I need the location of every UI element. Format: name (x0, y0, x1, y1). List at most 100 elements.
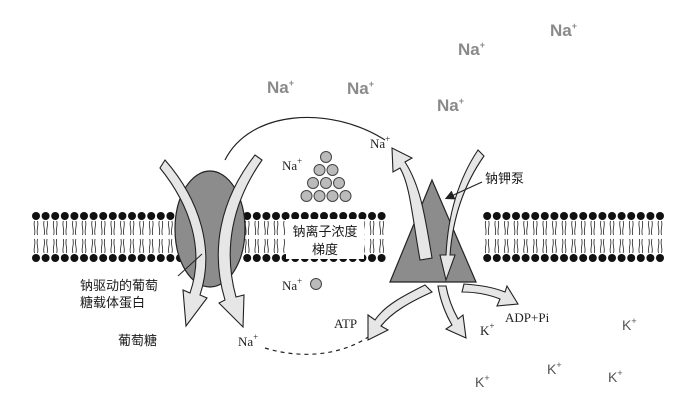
lipid-tail (628, 238, 634, 254)
na-ion-label: Na+ (347, 79, 374, 98)
lipid-tail (52, 238, 58, 254)
lipid-head (617, 212, 626, 220)
lipid-tail (552, 238, 557, 254)
lipid-tail (523, 238, 528, 254)
lipid-tail (120, 238, 125, 254)
lipid-head (320, 212, 328, 220)
na-ion-inside-label: Na+ (282, 276, 302, 293)
inner-potassium-ions: K+ K+ K+ K+ (475, 316, 637, 390)
lipid-tail (62, 220, 68, 236)
lipid-head (329, 212, 338, 220)
gradient-label-line1: 钠离子浓度 (292, 224, 357, 240)
lipid-tail (600, 220, 605, 236)
adp-pi-label: ADP+Pi (505, 310, 550, 325)
lipid-head (166, 212, 175, 220)
lipid-head (300, 212, 309, 220)
gradient-label-box (286, 219, 364, 259)
pump-pointer-line (444, 181, 483, 200)
lipid-tail (254, 220, 260, 236)
atp-label: ATP (334, 316, 357, 331)
lipid-tail (100, 238, 106, 254)
lipid-head (156, 212, 165, 220)
lipid-tail (638, 238, 644, 254)
lipid-head (80, 254, 88, 262)
lipid-head (560, 212, 568, 220)
lipid-head (118, 212, 127, 220)
sodium-ion (326, 190, 339, 202)
circulation-arc (224, 116, 386, 161)
lipid-head (137, 254, 146, 262)
sodium-influx-arrow (217, 154, 263, 329)
lipid-tail (264, 238, 269, 254)
lipid-head (598, 212, 607, 220)
lipid-head (502, 212, 511, 220)
lipid-tail (91, 238, 96, 254)
sodium-ion (313, 164, 326, 176)
circulation-dashed (264, 319, 386, 355)
outer-sodium-ions: Na+ Na+ Na+ Na+ Na+ (267, 21, 577, 115)
lipid-tail (139, 220, 144, 236)
lipid-tail (33, 220, 39, 236)
lipid-tail (129, 238, 135, 254)
lipid-tail (532, 238, 538, 254)
lipid-tail (648, 220, 653, 236)
lipid-tail (43, 220, 48, 236)
lipid-tail (513, 220, 519, 236)
lipid-tail (72, 220, 77, 236)
na-ion-near-pump: Na+ (370, 134, 390, 151)
lipid-head (550, 254, 559, 262)
lipid-head (348, 212, 357, 220)
lipid-tail (532, 220, 538, 236)
lipid-head (60, 212, 69, 220)
lipid-head (608, 212, 616, 220)
k-influx-arrow-top (439, 149, 485, 282)
lipid-tail (148, 238, 154, 254)
lipid-head (579, 254, 588, 262)
lipid-head (310, 212, 319, 220)
glucose-label: 葡萄糖 (118, 333, 157, 349)
lipid-tail (542, 220, 548, 236)
lipid-head (588, 254, 597, 262)
lipid-head (569, 254, 578, 262)
lipid-tail (657, 220, 663, 236)
lipid-tail (542, 238, 548, 254)
lipid-head (166, 254, 175, 262)
lipid-head (569, 212, 578, 220)
lipid-head (598, 254, 607, 262)
lipid-head (531, 212, 540, 220)
lipid-tail (273, 238, 279, 254)
sodium-ion-inside (310, 278, 322, 290)
lipid-head (272, 212, 280, 220)
lipid-head (128, 254, 136, 262)
lipid-head (550, 212, 559, 220)
lipid-head (377, 212, 386, 220)
sodium-ion-pile (300, 151, 352, 202)
lipid-head (89, 212, 98, 220)
lipid-head (108, 212, 117, 220)
sodium-ion (339, 190, 352, 202)
lipid-head (291, 212, 300, 220)
lipid-tail (100, 220, 106, 236)
lipid-head (502, 254, 511, 262)
lipid-tail (369, 238, 375, 254)
lipid-tail (648, 238, 653, 254)
k-ion-label: K+ (608, 368, 623, 385)
lipid-tail (81, 238, 87, 254)
lipid-head (531, 254, 540, 262)
lipid-tail (494, 220, 500, 236)
lipid-head (51, 254, 60, 262)
lipid-head (588, 212, 597, 220)
cotransporter-label-line1: 钠驱动的葡萄 (80, 278, 158, 294)
lipid-head (262, 254, 271, 262)
lipid-tail (168, 220, 173, 236)
lipid-head (128, 212, 136, 220)
lipid-tail (609, 238, 615, 254)
lipid-head (617, 254, 626, 262)
lipid-head (243, 254, 252, 262)
lipid-tail (638, 220, 644, 236)
lipid-head (492, 212, 501, 220)
lipid-head (137, 212, 146, 220)
na-ion-bottom-label: Na+ (238, 332, 258, 349)
lipid-tail (580, 220, 586, 236)
lipid-tail (43, 238, 48, 254)
